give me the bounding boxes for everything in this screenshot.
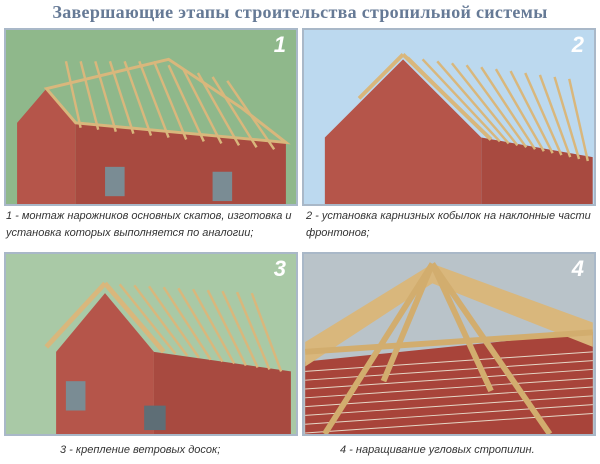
rafter bbox=[118, 283, 177, 355]
rafter bbox=[429, 262, 553, 434]
rafter bbox=[450, 62, 519, 147]
panel-2-illustration: 2 bbox=[302, 28, 596, 206]
rafter bbox=[407, 56, 492, 141]
panel-1-illustration: 1 bbox=[4, 28, 298, 206]
rafter bbox=[133, 284, 189, 357]
rafter bbox=[108, 60, 135, 134]
rafter bbox=[235, 291, 271, 370]
rafter bbox=[305, 412, 593, 434]
rafter bbox=[226, 80, 276, 150]
rafter bbox=[152, 60, 188, 140]
rafter bbox=[191, 288, 236, 365]
panel-number: 1 bbox=[273, 32, 286, 57]
rafter bbox=[305, 386, 593, 408]
roof-stage-1-image bbox=[17, 57, 291, 204]
rafter bbox=[196, 72, 241, 146]
rafter bbox=[494, 68, 545, 152]
rafter bbox=[250, 292, 283, 372]
rafter bbox=[305, 395, 593, 416]
roof-stage-3-image bbox=[44, 281, 291, 434]
rafter bbox=[206, 289, 247, 367]
rafter bbox=[182, 68, 223, 144]
rafter bbox=[94, 60, 117, 133]
rafter bbox=[79, 60, 100, 131]
caption-1: 1 - монтаж нарожников основных скатов, и… bbox=[6, 210, 292, 239]
rafter bbox=[509, 70, 554, 154]
panel-number: 4 bbox=[571, 256, 584, 281]
rafter bbox=[305, 351, 593, 372]
roof-stage-4-image bbox=[304, 262, 594, 434]
rafter bbox=[480, 66, 537, 150]
rafter bbox=[305, 404, 593, 425]
rafter bbox=[211, 76, 258, 148]
rafter bbox=[429, 262, 494, 393]
rafter bbox=[305, 360, 593, 381]
panel-number: 2 bbox=[571, 32, 584, 57]
rafter bbox=[553, 76, 581, 160]
rafter bbox=[177, 287, 224, 363]
rafter bbox=[524, 72, 563, 156]
rafter bbox=[380, 262, 436, 383]
caption-3: 3 - крепление ветровых досок; bbox=[60, 444, 221, 456]
rafter bbox=[148, 285, 200, 359]
rafter bbox=[568, 78, 590, 162]
rafter bbox=[104, 282, 165, 353]
rafter bbox=[162, 286, 212, 361]
rafter bbox=[538, 74, 572, 158]
caption-2: 2 - установка карнизных кобылок на накло… bbox=[306, 210, 591, 239]
panel-3-illustration: 3 bbox=[4, 252, 298, 436]
rafter bbox=[221, 290, 259, 368]
rafter bbox=[64, 61, 82, 129]
caption-4: 4 - наращивание угловых стропилин. bbox=[340, 444, 535, 456]
rafter bbox=[465, 64, 528, 149]
rafter bbox=[304, 329, 594, 355]
rafter bbox=[436, 60, 510, 145]
rafter bbox=[123, 60, 153, 136]
panel-number: 3 bbox=[273, 256, 286, 281]
panel-4-illustration: 4 bbox=[302, 252, 596, 436]
page-title: Завершающие этапы строительства стропиль… bbox=[52, 2, 548, 22]
rafter bbox=[421, 58, 501, 143]
roof-stage-2-image bbox=[324, 53, 593, 204]
rafter bbox=[138, 60, 170, 138]
rafter bbox=[167, 64, 205, 142]
